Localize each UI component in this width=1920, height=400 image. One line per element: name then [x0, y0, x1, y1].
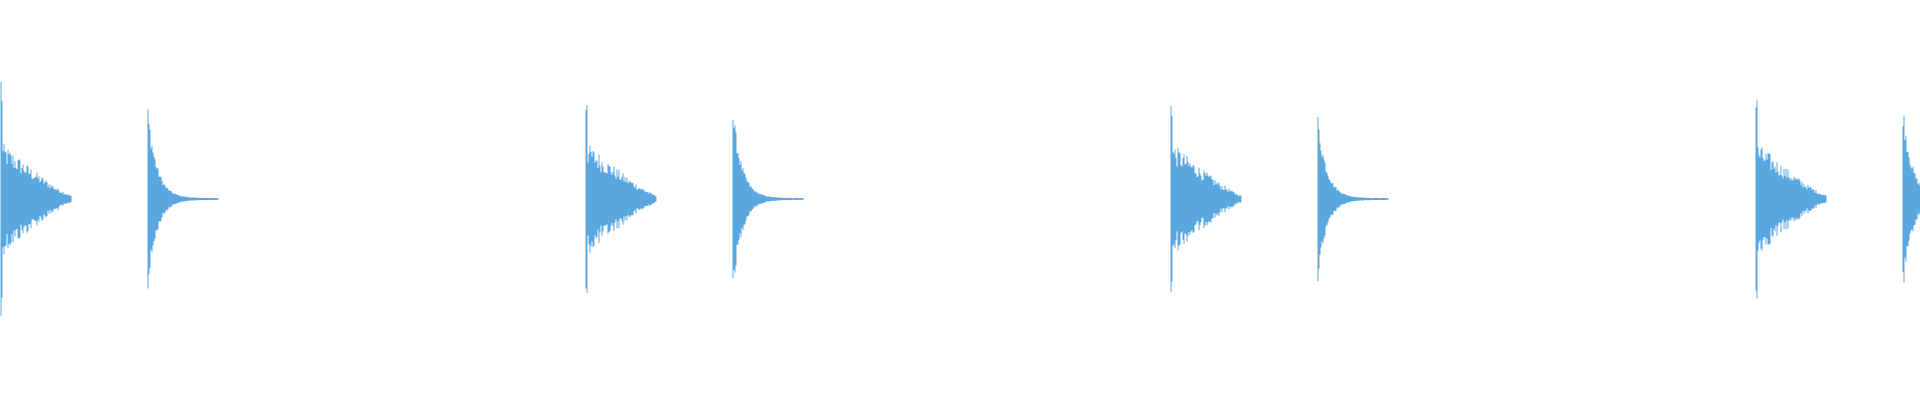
tick-burst: [732, 119, 804, 279]
tick-burst: [1902, 115, 1920, 283]
tick-burst: [1317, 116, 1389, 282]
kick-burst: [1170, 105, 1242, 293]
kick-burst: [1755, 99, 1827, 299]
tick-burst: [147, 109, 219, 289]
kick-burst: [585, 105, 657, 293]
kick-burst: [0, 81, 72, 317]
